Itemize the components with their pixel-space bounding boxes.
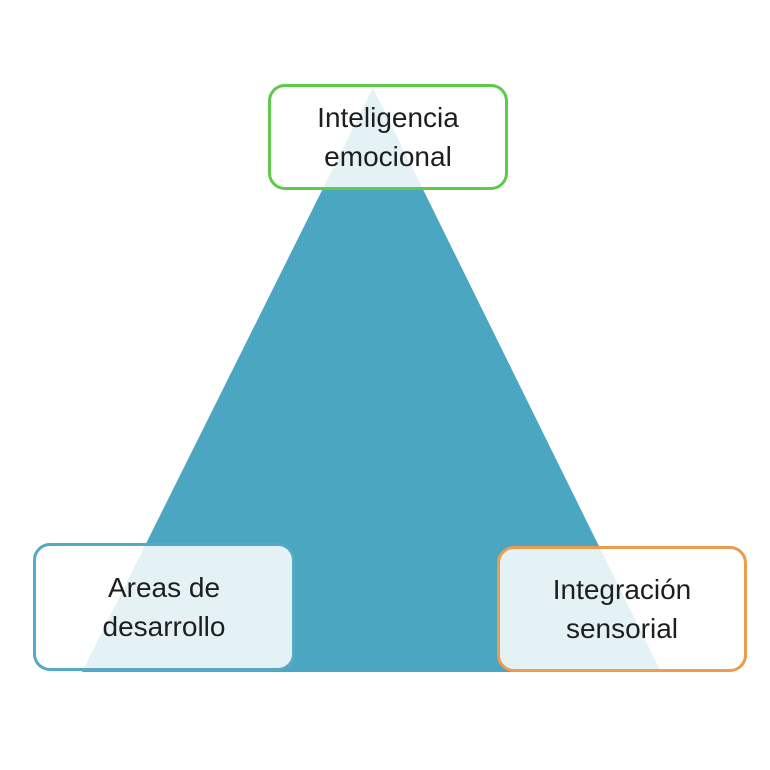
node-areas-de-desarrollo: Areas de desarrollo [33,543,295,671]
node-areas-de-desarrollo-label: Areas de desarrollo [102,571,226,642]
node-inteligencia-emocional: Inteligencia emocional [268,84,508,190]
pyramid-triangle [82,88,661,672]
node-inteligencia-emocional-label: Inteligencia emocional [317,101,459,172]
node-integracion-sensorial: Integración sensorial [497,546,747,672]
node-integracion-sensorial-label: Integración sensorial [552,573,692,644]
